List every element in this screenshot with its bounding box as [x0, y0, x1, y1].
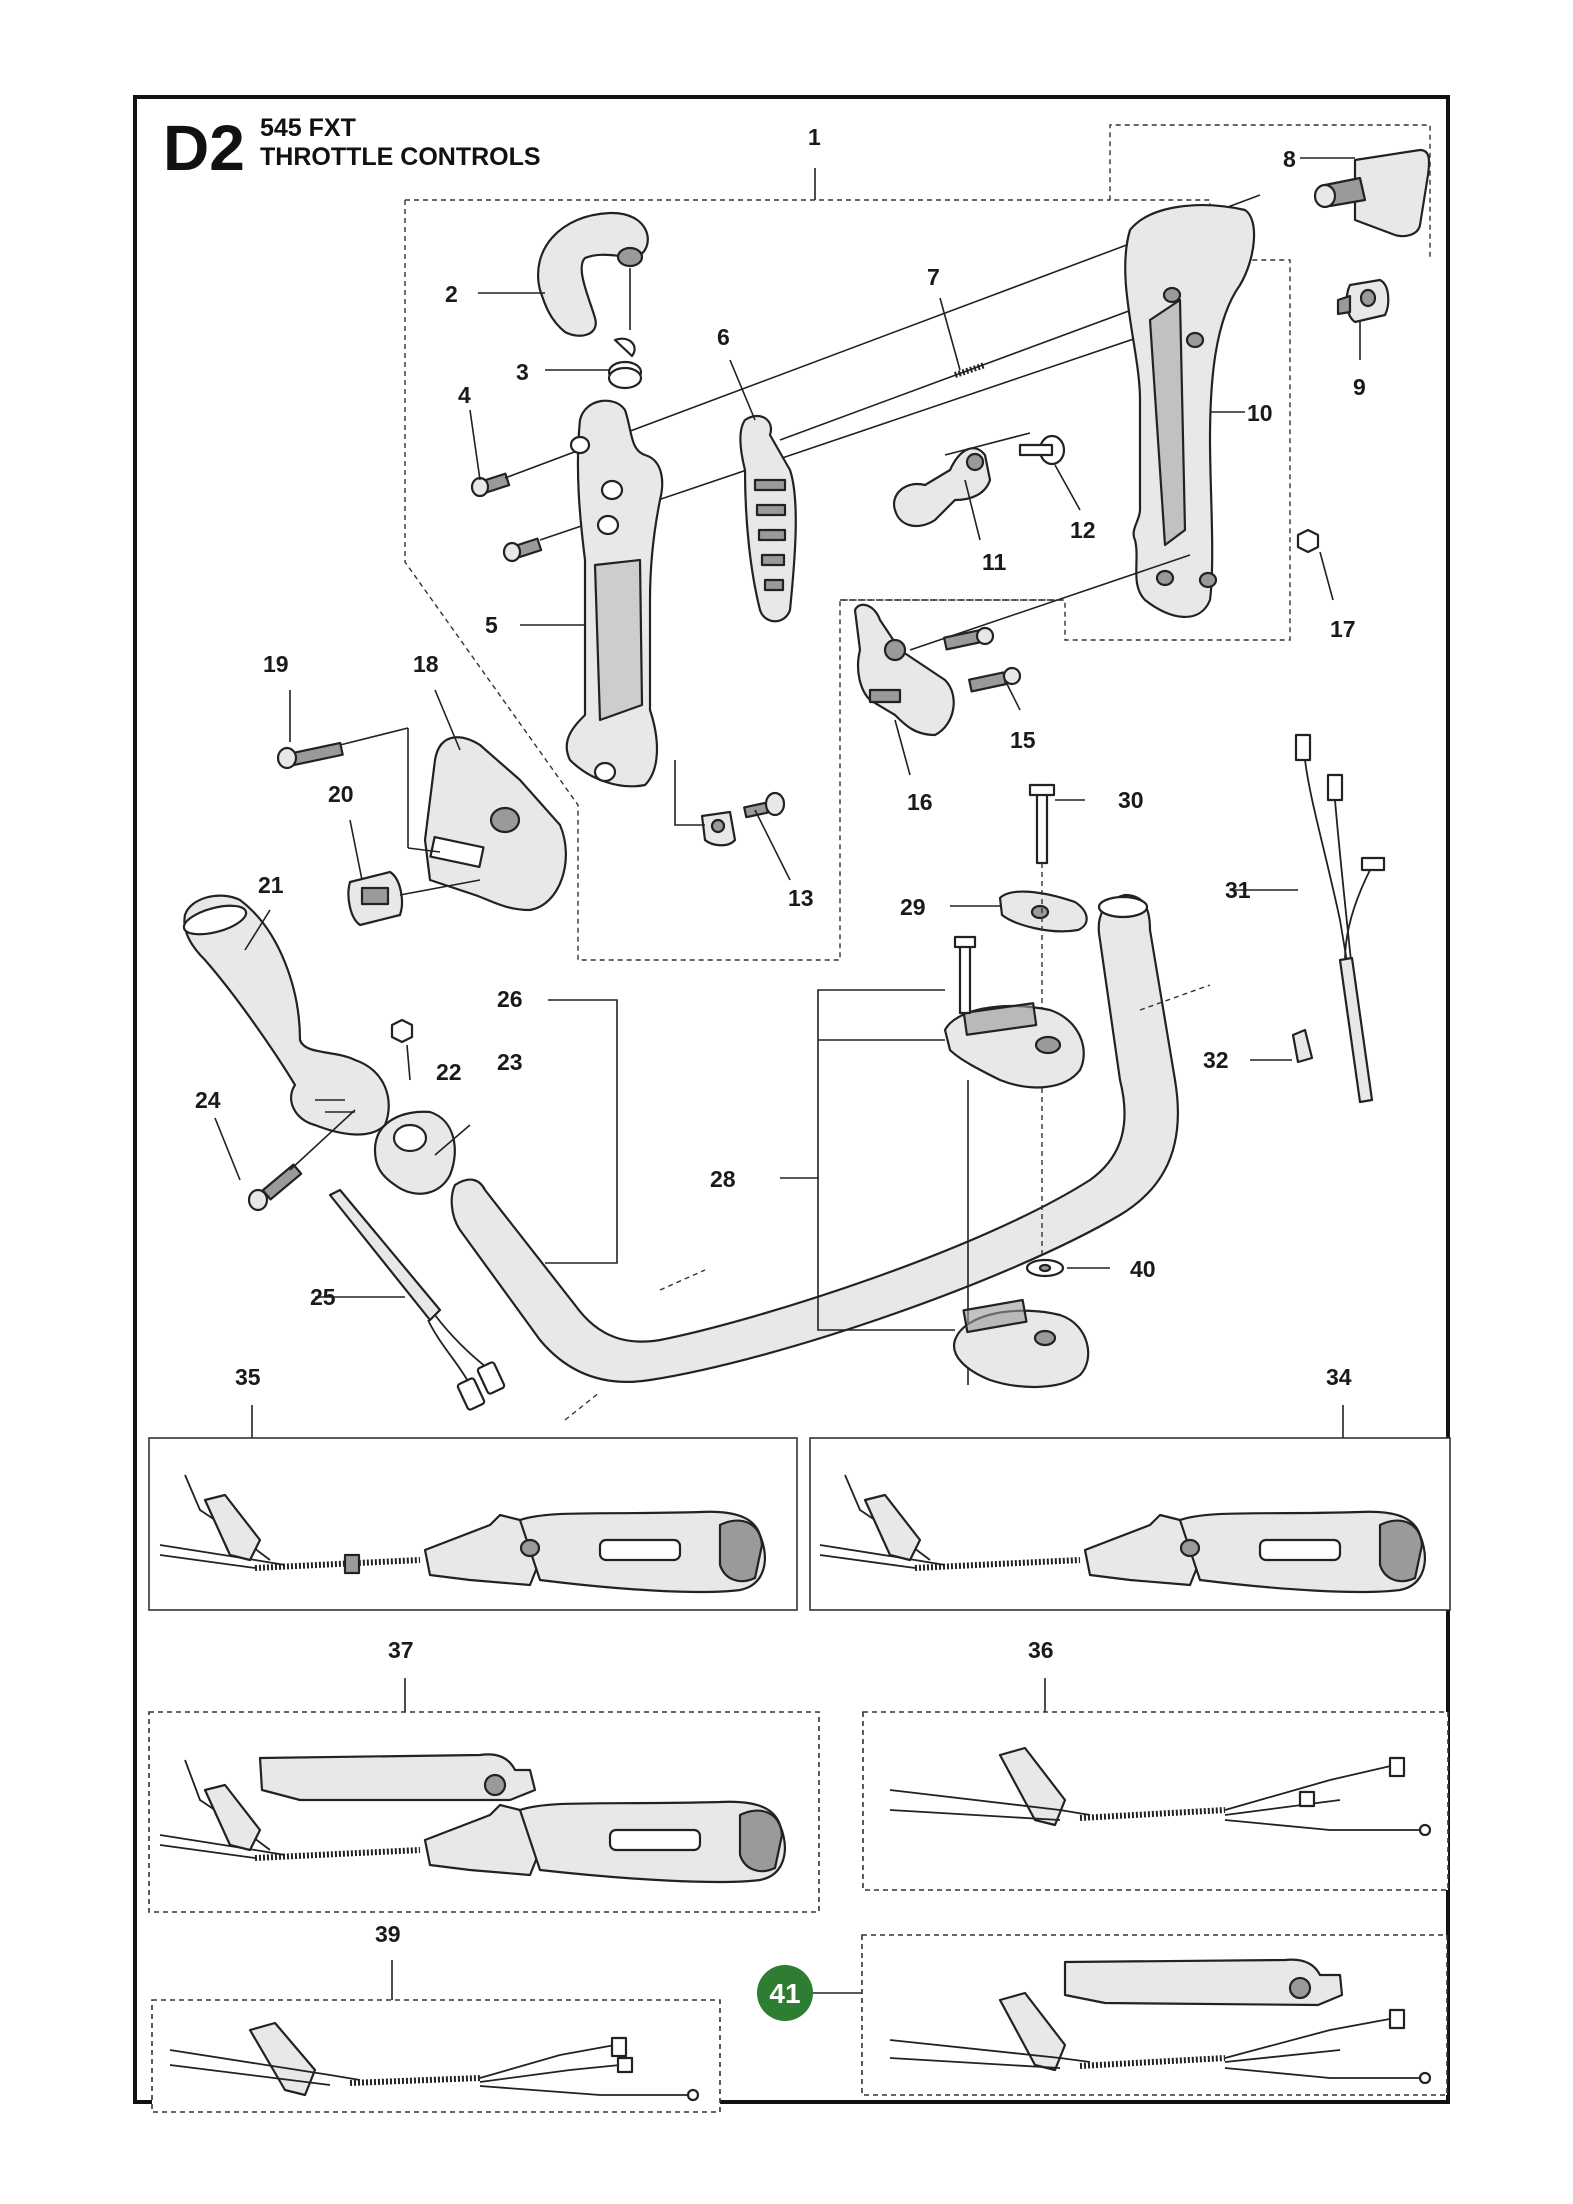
callout-35: 35	[235, 1364, 261, 1390]
callout-4: 4	[458, 382, 471, 408]
callout-12: 12	[1070, 517, 1096, 543]
part-24-screw	[247, 1109, 356, 1212]
part-25-cable	[328, 1188, 506, 1411]
callout-40: 37	[388, 1637, 414, 1663]
section-title: THROTTLE CONTROLS	[260, 143, 541, 171]
part-39-washer	[1025, 1258, 1065, 1278]
part-17-nut	[1296, 528, 1320, 554]
callout-numbers: 1 2 3 4 5 6 7 8 9 10 11 12 13 15 16 17 1…	[195, 124, 1366, 1310]
callout-18: 18	[413, 651, 439, 677]
part-12-ring	[1018, 434, 1066, 466]
callout-30: 30	[1118, 787, 1144, 813]
part-29-clamp-plate	[998, 890, 1088, 933]
callout-24: 24	[195, 1087, 221, 1113]
part-8-switch-cap	[1313, 148, 1431, 238]
callout-32: 32	[1203, 1047, 1229, 1073]
part-5-handle-half	[565, 399, 664, 788]
kit-41: 41	[757, 1934, 1448, 2096]
kit-40-drawing	[159, 1753, 786, 1884]
part-3-spring	[607, 337, 643, 390]
kit-34: 34	[809, 1364, 1451, 1611]
page-frame	[133, 95, 1450, 2104]
callout-15: 15	[1010, 727, 1036, 753]
part-16-lever	[853, 554, 1191, 737]
part-23-clamp	[373, 1110, 456, 1195]
part-28-clamp-lower	[952, 1298, 1090, 1388]
callout-1: 1	[808, 124, 821, 150]
part-20-switch	[347, 870, 481, 927]
kit-41-drawing	[889, 1958, 1432, 2085]
kit-40: 37	[148, 1637, 820, 1913]
section-code: D2	[163, 112, 245, 184]
callout-22: 22	[436, 1059, 462, 1085]
assembly-1-outline	[404, 124, 1431, 961]
part-10-handle-half	[1124, 204, 1256, 618]
part-26-28-handlebar	[450, 893, 1211, 1421]
kit-35-drawing	[159, 1474, 766, 1594]
callout-16: 16	[907, 789, 933, 815]
callout-28: 28	[710, 1166, 736, 1192]
kit-35: 35	[148, 1364, 798, 1611]
callout-5: 5	[485, 612, 498, 638]
callout-21: 21	[258, 872, 284, 898]
callout-17: 17	[1330, 616, 1356, 642]
callout-41: 41	[769, 1978, 800, 2009]
highlight-badge	[757, 1965, 813, 2021]
part-2-grip-cap	[537, 211, 649, 337]
part-7-spring	[954, 362, 986, 378]
part-6-throttle-trigger	[739, 304, 1146, 623]
callout-10: 10	[1247, 400, 1273, 426]
callout-7: 7	[927, 264, 940, 290]
callout-36: 39	[375, 1921, 401, 1947]
part-11-lever	[892, 432, 1031, 528]
callout-29: 29	[900, 894, 926, 920]
kit-36: 39	[151, 1921, 721, 2113]
kit-36-drawing	[169, 2021, 700, 2102]
part-18-housing	[423, 736, 567, 912]
kit-34-drawing	[819, 1474, 1426, 1594]
callout-19: 19	[263, 651, 289, 677]
part-31-wire-harness	[1294, 733, 1386, 1104]
callout-26: 26	[497, 986, 523, 1012]
callout-9: 9	[1353, 374, 1366, 400]
callout-34: 34	[1326, 1364, 1352, 1390]
part-16-screws	[943, 626, 1022, 693]
part-9-stop-switch	[1336, 278, 1390, 324]
callout-6: 6	[717, 324, 730, 350]
callout-39: 40	[1130, 1256, 1156, 1282]
model-name: 545 FXT	[260, 114, 356, 142]
callout-23: 23	[497, 1049, 523, 1075]
callout-31: 31	[1225, 877, 1251, 903]
callout-3: 3	[516, 359, 529, 385]
kit-37-drawing	[889, 1746, 1432, 1837]
part-21-grip	[182, 894, 390, 1136]
callout-25: 25	[310, 1284, 336, 1310]
part-13-fitting	[700, 791, 786, 847]
kit-37: 36	[862, 1637, 1449, 1891]
leader-lines	[214, 157, 1361, 1331]
part-32-clip	[1291, 1028, 1314, 1064]
callout-2: 2	[445, 281, 458, 307]
callout-8: 8	[1283, 146, 1296, 172]
part-19-screw	[276, 727, 441, 853]
callout-13: 13	[788, 885, 814, 911]
callout-37: 36	[1028, 1637, 1054, 1663]
callout-11: 11	[982, 549, 1007, 575]
callout-20: 20	[328, 781, 354, 807]
part-22-nut	[390, 1018, 414, 1044]
